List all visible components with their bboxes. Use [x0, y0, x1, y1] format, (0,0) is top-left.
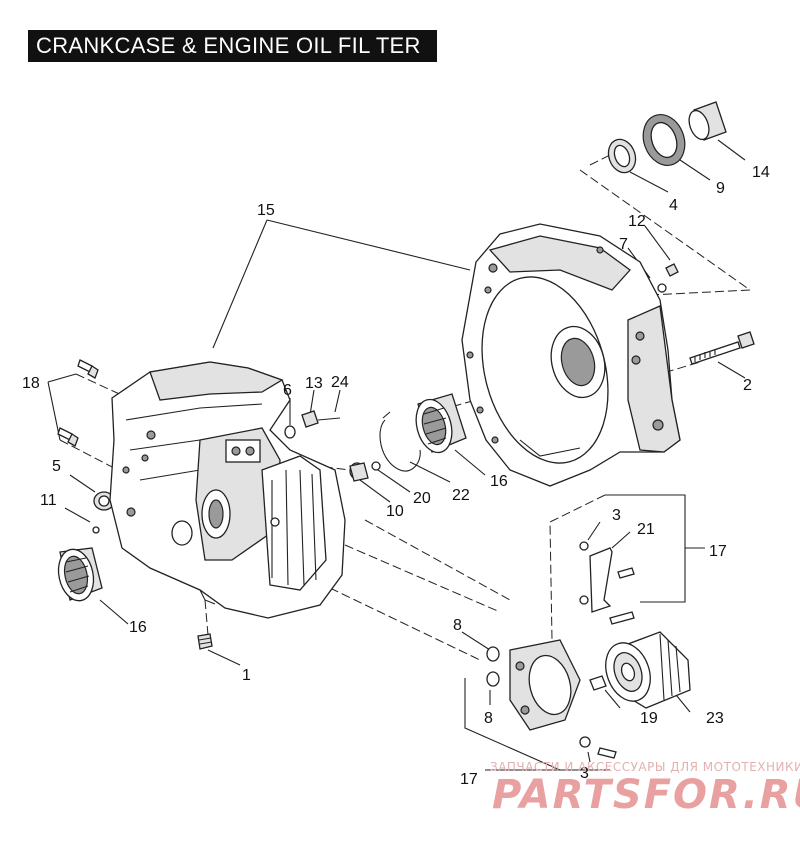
callout-15: 15 — [257, 202, 275, 219]
oil-filter-part-23 — [605, 631, 691, 709]
callout-19: 19 — [640, 710, 658, 727]
callout-18: 18 — [22, 375, 40, 392]
callout-22: 22 — [452, 487, 470, 504]
small-parts-6-13-24 — [284, 410, 341, 439]
bearing-part-16-right — [415, 393, 467, 454]
callout-13: 13 — [305, 375, 323, 392]
callout-9: 9 — [716, 180, 725, 197]
callout-23: 23 — [706, 710, 724, 727]
callout-10: 10 — [386, 503, 404, 520]
crankcase-left-half — [109, 361, 346, 619]
callout-4: 4 — [669, 197, 678, 214]
callout-16-left: 16 — [129, 619, 147, 636]
bearing-part-16-left — [57, 547, 103, 602]
plug-part-1 — [197, 633, 213, 650]
filter-adapter — [486, 639, 607, 731]
watermark: ЗАПЧАСТИ И АКСЕССУАРЫ ДЛЯ МОТОТЕХНИКИ PA… — [490, 760, 800, 818]
callout-24: 24 — [331, 374, 349, 391]
watermark-tagline: ЗАПЧАСТИ И АКСЕССУАРЫ ДЛЯ МОТОТЕХНИКИ — [490, 760, 800, 774]
page-title: CRANKCASE & ENGINE OIL FIL TER — [36, 33, 421, 58]
callout-3-bottom: 3 — [580, 765, 589, 782]
crankcase-right-half — [461, 223, 681, 487]
callout-11: 11 — [40, 492, 57, 509]
callout-labels: 1 2 3 3 4 5 6 7 8 8 9 10 11 12 13 14 15 … — [22, 164, 770, 788]
callout-16-right: 16 — [490, 473, 508, 490]
callout-6: 6 — [283, 382, 292, 399]
callout-8-bottom: 8 — [484, 710, 493, 727]
stud-part-18 — [57, 359, 99, 447]
title-bar: CRANKCASE & ENGINE OIL FIL TER — [28, 30, 437, 62]
callout-8-top: 8 — [453, 617, 462, 634]
seal-and-bushing-parts-4-9-14 — [607, 101, 727, 174]
callout-14: 14 — [752, 164, 770, 181]
watermark-brand: PARTSFOR.RU — [492, 772, 800, 818]
filter-bracket-part-21 — [579, 541, 635, 625]
callout-20: 20 — [413, 490, 431, 507]
callout-2: 2 — [743, 377, 752, 394]
bolt-part-2 — [689, 331, 755, 365]
callout-12: 12 — [628, 213, 646, 230]
callout-7: 7 — [619, 236, 628, 253]
callout-17-bottom: 17 — [460, 771, 478, 788]
dowel-parts-10-20 — [349, 461, 381, 482]
callout-17-right: 17 — [709, 543, 727, 560]
small-parts-7-12 — [657, 263, 679, 293]
callout-1: 1 — [242, 667, 251, 684]
bolt-part-3-bottom — [579, 736, 617, 759]
callout-3-top: 3 — [612, 507, 621, 524]
callout-5: 5 — [52, 458, 61, 475]
leader-lines — [47, 139, 751, 771]
retaining-ring-part-22 — [379, 411, 421, 472]
callout-21: 21 — [637, 521, 655, 538]
